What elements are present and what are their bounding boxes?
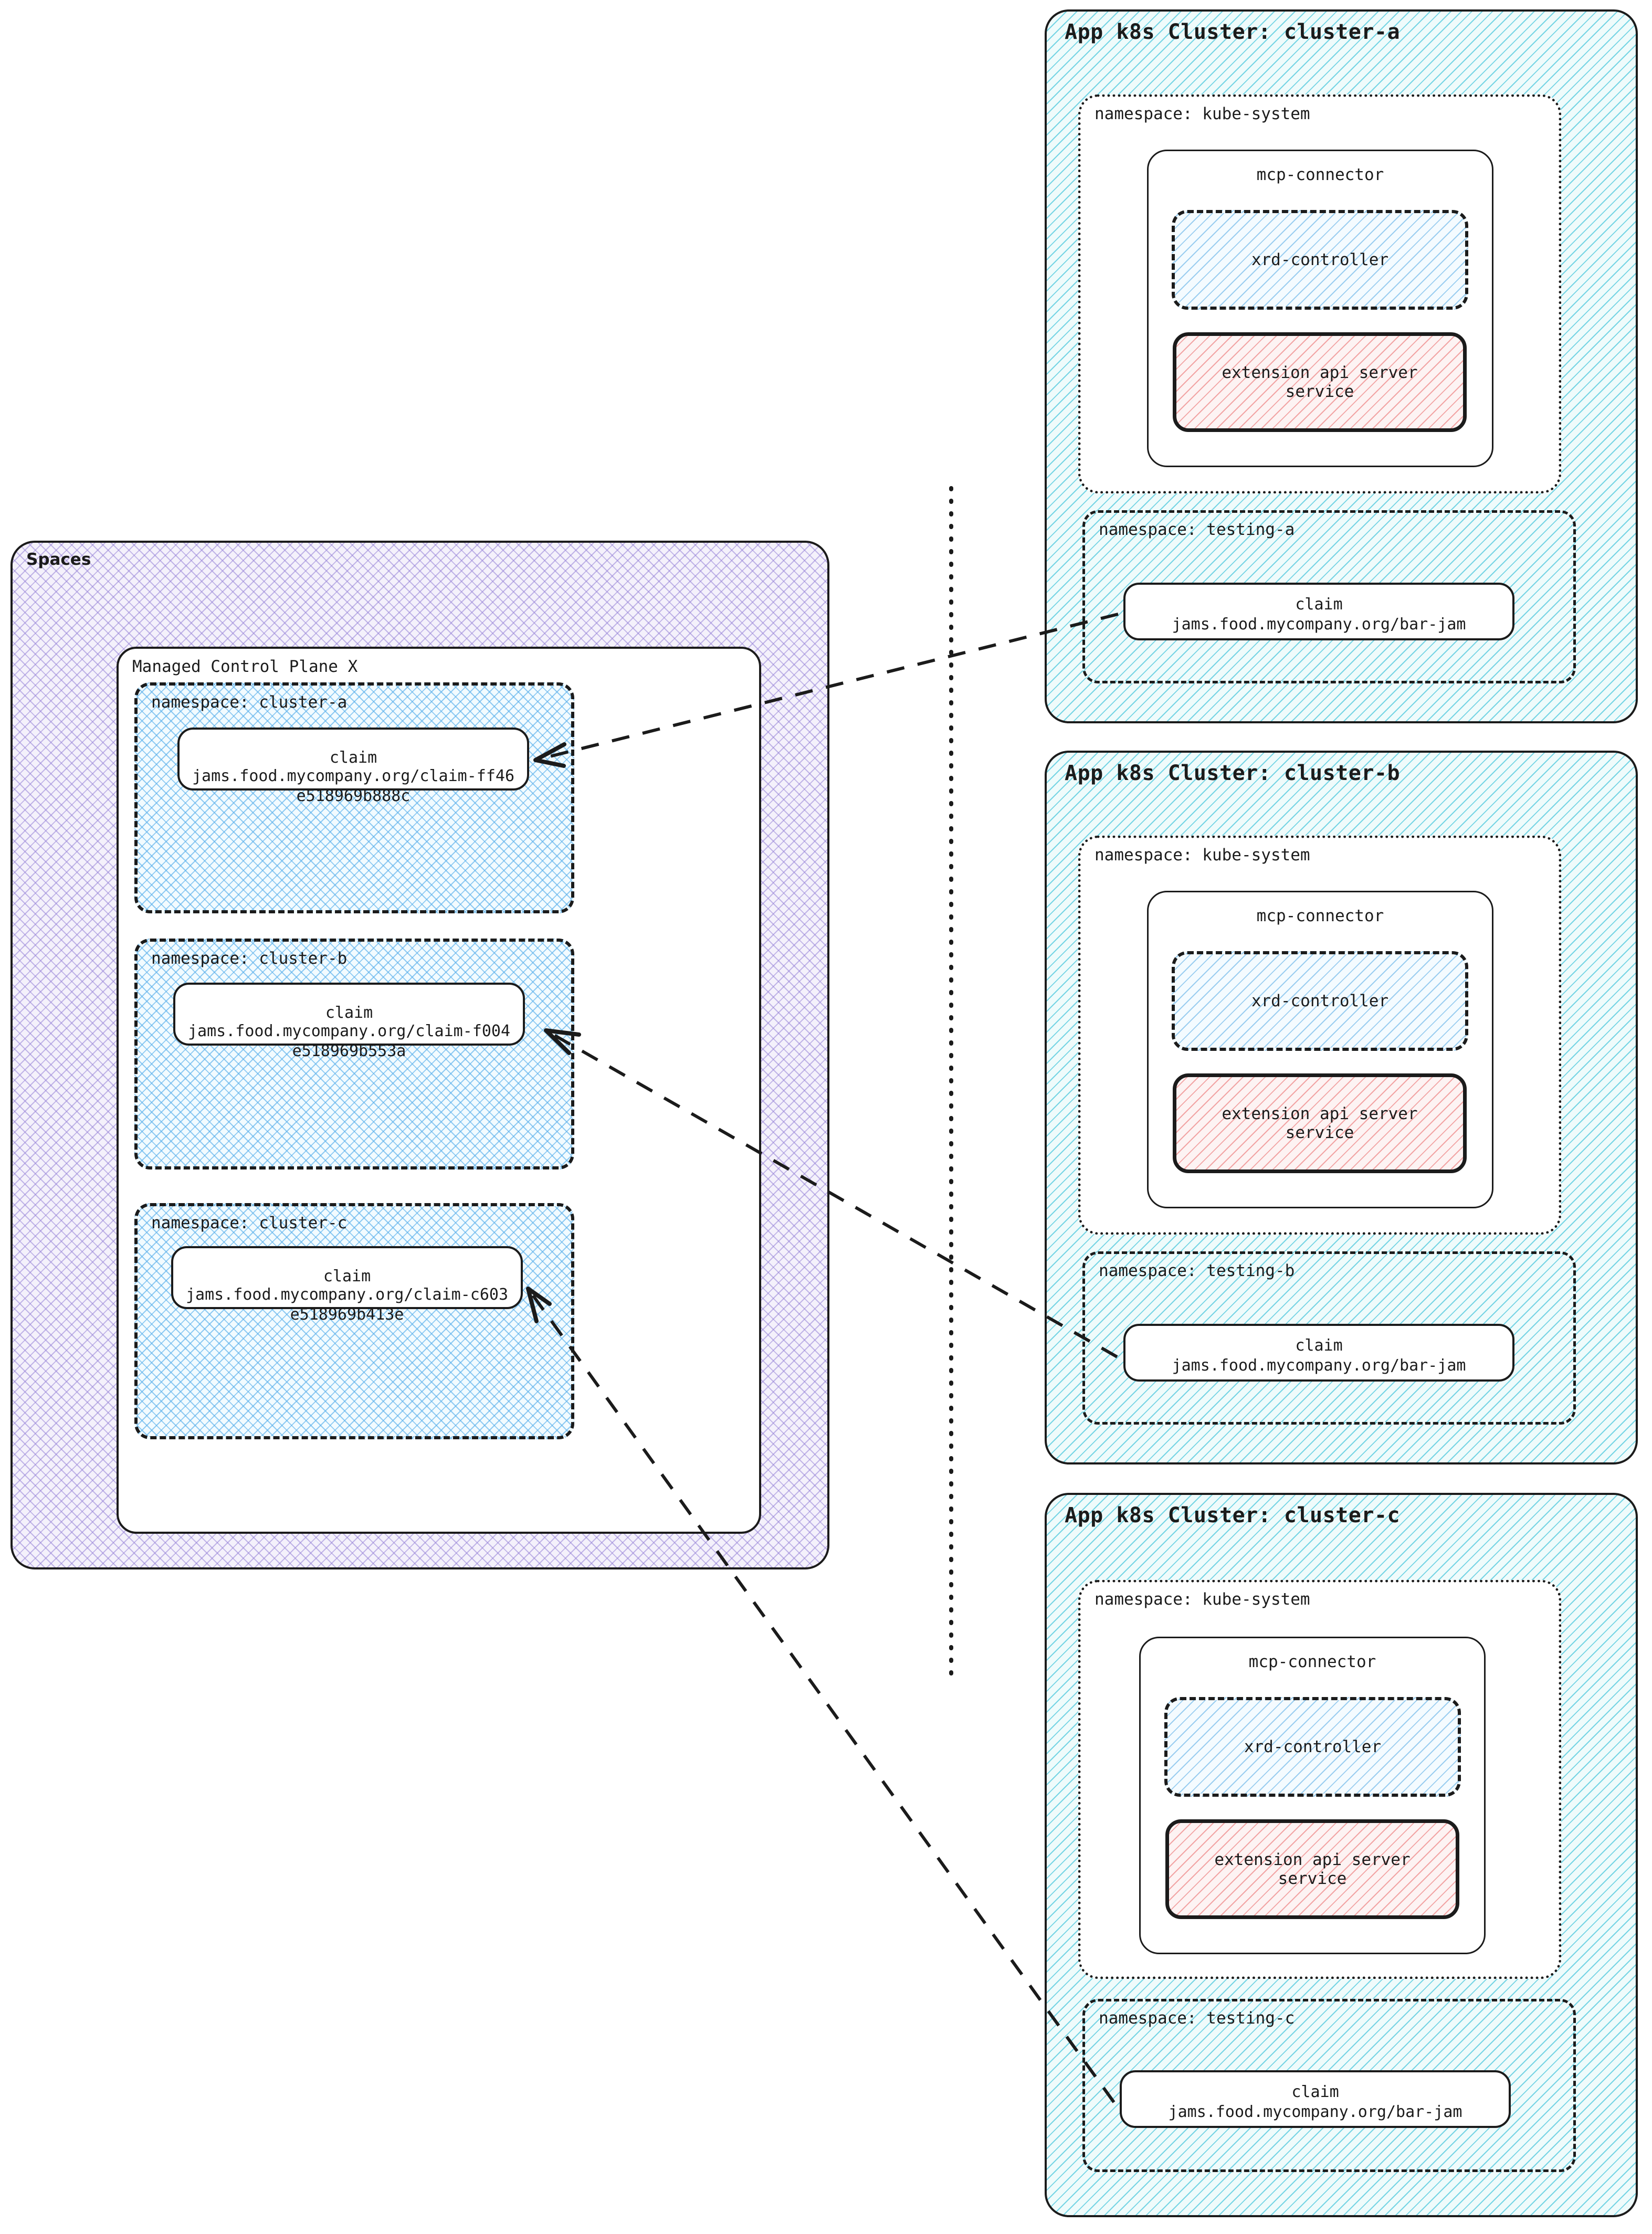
- cluster-b-mcp-connector-label: mcp-connector: [1256, 907, 1384, 925]
- cluster-b-extension-api-server-label: extension api server service: [1222, 1104, 1418, 1142]
- namespace-cluster-b: namespace: cluster-b: [134, 939, 574, 1169]
- claim-cluster-c-ref: jams.food.mycompany.org/claim-c603e51896…: [185, 1285, 509, 1324]
- cluster-b-testing-claim-ref: jams.food.mycompany.org/bar-jam: [1172, 1356, 1466, 1375]
- cluster-b-extension-api-server: extension api server service: [1173, 1073, 1467, 1173]
- cluster-a-extension-api-server-label: extension api server service: [1222, 363, 1418, 401]
- cluster-c-testing-namespace-label: namespace: testing-c: [1099, 2009, 1295, 2028]
- cluster-a-kube-system-label: namespace: kube-system: [1095, 104, 1310, 123]
- cluster-c-xrd-controller: xrd-controller: [1164, 1697, 1461, 1797]
- cluster-c-testing-claim[interactable]: claim jams.food.mycompany.org/bar-jam: [1120, 2070, 1511, 2128]
- claim-cluster-a-kind: claim: [329, 749, 377, 767]
- cluster-c-testing-claim-ref: jams.food.mycompany.org/bar-jam: [1168, 2103, 1462, 2121]
- cluster-c-mcp-connector-label: mcp-connector: [1248, 1652, 1376, 1671]
- cluster-b-kube-system-label: namespace: kube-system: [1095, 846, 1310, 865]
- claim-box-cluster-a[interactable]: claim jams.food.mycompany.org/claim-ff46…: [177, 728, 529, 805]
- claim-cluster-b-ref: jams.food.mycompany.org/claim-f004e51896…: [187, 1022, 511, 1060]
- cluster-b-xrd-controller-label: xrd-controller: [1251, 992, 1389, 1010]
- cluster-b-testing-claim-kind: claim: [1295, 1336, 1343, 1355]
- cluster-c-extension-api-server: extension api server service: [1165, 1819, 1459, 1919]
- spaces-label: Spaces: [26, 550, 91, 569]
- cluster-a-testing-claim-ref: jams.food.mycompany.org/bar-jam: [1172, 615, 1466, 634]
- cluster-b-title: App k8s Cluster: cluster-b: [1065, 761, 1401, 785]
- namespace-cluster-a: namespace: cluster-a: [134, 682, 574, 913]
- cluster-a-xrd-controller: xrd-controller: [1172, 210, 1468, 310]
- claim-box-cluster-b[interactable]: claim jams.food.mycompany.org/claim-f004…: [173, 983, 525, 1060]
- claim-cluster-a-ref: jams.food.mycompany.org/claim-ff46e51896…: [192, 767, 515, 805]
- cluster-c-xrd-controller-label: xrd-controller: [1244, 1737, 1382, 1756]
- cluster-a-testing-claim[interactable]: claim jams.food.mycompany.org/bar-jam: [1123, 583, 1514, 640]
- cluster-a-xrd-controller-label: xrd-controller: [1251, 250, 1389, 269]
- control-plane-label: Managed Control Plane X: [132, 657, 358, 676]
- namespace-cluster-b-label: namespace: cluster-b: [151, 949, 348, 968]
- cluster-a-mcp-connector-label: mcp-connector: [1256, 165, 1384, 184]
- namespace-cluster-c: namespace: cluster-c: [134, 1203, 574, 1439]
- cluster-a-title: App k8s Cluster: cluster-a: [1065, 20, 1401, 44]
- cluster-c-extension-api-server-label: extension api server service: [1214, 1850, 1411, 1888]
- cluster-b-testing-claim[interactable]: claim jams.food.mycompany.org/bar-jam: [1123, 1324, 1514, 1382]
- cluster-c-testing-claim-kind: claim: [1291, 2083, 1339, 2101]
- namespace-cluster-c-label: namespace: cluster-c: [151, 1214, 348, 1232]
- cluster-a-testing-claim-kind: claim: [1295, 595, 1343, 614]
- claim-box-cluster-c[interactable]: claim jams.food.mycompany.org/claim-c603…: [171, 1246, 523, 1324]
- cluster-c-title: App k8s Cluster: cluster-c: [1065, 1503, 1401, 1527]
- cluster-a-testing-namespace-label: namespace: testing-a: [1099, 520, 1295, 539]
- cluster-b-xrd-controller: xrd-controller: [1172, 951, 1468, 1051]
- cluster-c-kube-system-label: namespace: kube-system: [1095, 1590, 1310, 1609]
- namespace-cluster-a-label: namespace: cluster-a: [151, 693, 348, 712]
- claim-cluster-b-kind: claim: [325, 1004, 373, 1022]
- cluster-a-extension-api-server: extension api server service: [1173, 332, 1467, 432]
- claim-cluster-c-kind: claim: [323, 1267, 371, 1285]
- cluster-b-testing-namespace-label: namespace: testing-b: [1099, 1261, 1295, 1280]
